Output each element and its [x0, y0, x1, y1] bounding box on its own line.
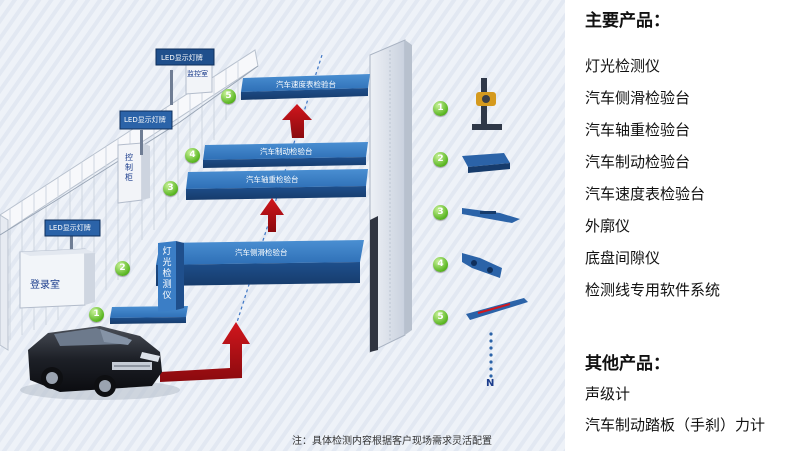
legend-device-3-icon — [462, 208, 520, 223]
login-room-label: 登录室 — [30, 280, 60, 291]
light-detector-tower — [158, 241, 184, 312]
platform-3-label: 汽车轴重检验台 — [246, 175, 299, 184]
legend-badge-1: 1 — [433, 101, 448, 116]
main-product-item: 汽车制动检验台 — [585, 153, 691, 171]
control-cabinet-label: 控制柜 — [125, 153, 133, 182]
main-product-item: 汽车速度表检验台 — [585, 185, 706, 203]
platform-3 — [186, 169, 368, 200]
main-product-item: 汽车侧滑检验台 — [585, 89, 691, 107]
led-sign-label-2: LED显示灯牌 — [124, 116, 166, 124]
main-product-item: 汽车轴重检验台 — [585, 121, 691, 139]
other-product-item: 声级计 — [585, 385, 631, 403]
step-badge-2: 2 — [115, 261, 130, 276]
diagram-canvas — [0, 0, 565, 451]
legend-device-1-icon — [472, 78, 502, 130]
platform-4 — [203, 142, 368, 168]
step-badge-1: 1 — [89, 307, 104, 322]
path-dotted-line — [231, 54, 323, 339]
main-product-item: 底盘间隙仪 — [585, 249, 661, 267]
legend-end-label: N — [486, 378, 495, 389]
main-products-heading: 主要产品： — [585, 11, 670, 31]
step-badge-3: 3 — [163, 181, 178, 196]
platform-5-label: 汽车速度表检验台 — [276, 80, 336, 89]
platform-5 — [241, 74, 370, 100]
led-signs — [44, 48, 215, 237]
control-cabinet-box — [117, 142, 150, 204]
car-illustration — [20, 326, 180, 400]
monitor-room-label: 监控室 — [187, 70, 208, 78]
right-wall — [369, 39, 412, 353]
step-badge-4: 4 — [185, 148, 200, 163]
login-room-box — [19, 248, 95, 309]
led-sign-label-1: LED显示灯牌 — [161, 54, 203, 62]
other-product-item: 汽车制动踏板（手刹）力计 — [585, 416, 766, 434]
product-list-panel: 主要产品： 灯光检测仪 汽车侧滑检验台 汽车轴重检验台 汽车制动检验台 汽车速度… — [585, 0, 800, 451]
light-detector-label: 灯光检测仪 — [162, 247, 172, 301]
main-product-item: 灯光检测仪 — [585, 57, 661, 75]
other-products-heading: 其他产品： — [585, 354, 670, 374]
main-product-item: 检测线专用软件系统 — [585, 281, 721, 299]
legend-badge-4: 4 — [433, 257, 448, 272]
platform-4-label: 汽车制动检验台 — [260, 147, 313, 156]
step-badge-5: 5 — [221, 89, 236, 104]
flow-arrows — [160, 104, 312, 382]
main-product-item: 外廓仪 — [585, 217, 631, 235]
legend-device-4-icon — [462, 253, 502, 278]
led-sign-label-3: LED显示灯牌 — [49, 224, 91, 232]
legend-device-5-icon — [466, 298, 528, 320]
platform-2 — [156, 240, 364, 286]
inspection-line-diagram: LED显示灯牌 LED显示灯牌 LED显示灯牌 监控室 控制柜 登录室 灯光检测… — [0, 0, 565, 451]
diagram-note: 注：具体检测内容根据客户现场需求灵活配置 — [292, 436, 492, 447]
platform-2-label: 汽车侧滑检验台 — [235, 248, 288, 257]
legend-badge-2: 2 — [433, 152, 448, 167]
legend-badge-5: 5 — [433, 310, 448, 325]
legend-badge-3: 3 — [433, 205, 448, 220]
led-sign-poles — [70, 70, 173, 252]
legend-continuation-dots — [489, 332, 493, 378]
legend-device-2-icon — [462, 153, 510, 173]
